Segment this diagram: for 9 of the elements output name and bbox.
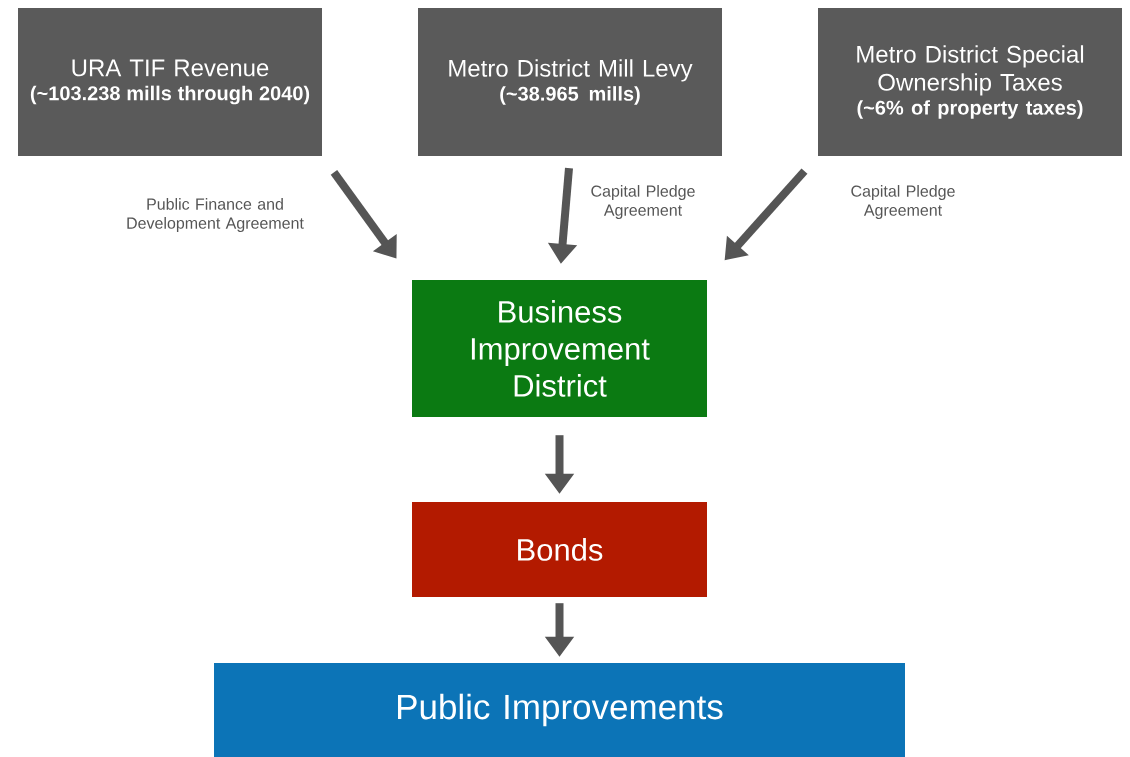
- bonds-box: Bonds: [412, 502, 707, 597]
- district-box: Business Improvement District: [412, 280, 707, 417]
- source-box: Metro District Special Ownership Taxes (~6% of property taxes): [818, 8, 1122, 156]
- edge-label: Public Finance and Development Agreement: [127, 198, 304, 232]
- source-box: URA TIF Revenue (~103.238 mills through 2040): [18, 8, 322, 156]
- source-box: Metro District Mill Levy (~38.965 mills): [418, 8, 722, 156]
- edge-label: Capital Pledge Agreement: [591, 185, 695, 219]
- edge-label: Capital Pledge Agreement: [851, 185, 955, 219]
- result-box: Public Improvements: [214, 663, 905, 757]
